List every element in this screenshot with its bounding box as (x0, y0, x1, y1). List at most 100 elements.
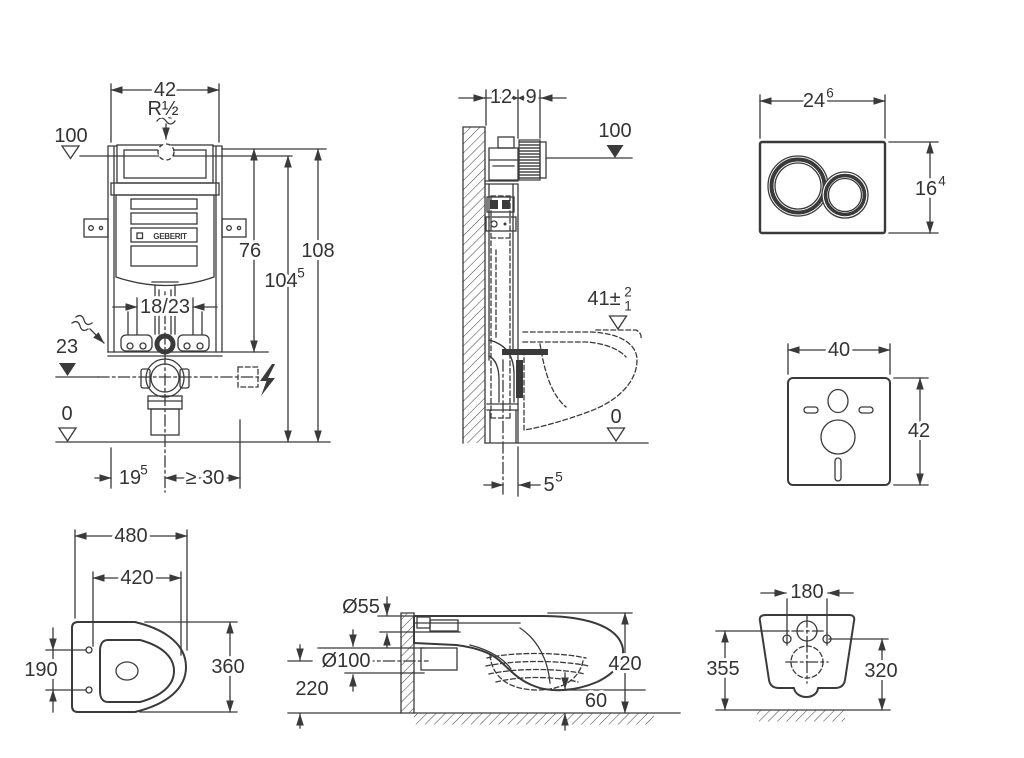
dim-min-clearance: ≥ 30 (186, 467, 225, 489)
drain-elbow (488, 339, 515, 403)
panel-bar (130, 198, 198, 210)
electrical-connection-box (237, 366, 259, 388)
drain-squiggle-icon (71, 314, 105, 344)
dim-height-total: 108 (301, 240, 334, 262)
flush-plate-view: 24 6 16 4 (758, 84, 948, 235)
dim-thread: R½ (147, 98, 178, 120)
dim-height-conn: 104 (264, 270, 297, 292)
cistern-frame-front-view: GEBERIT (51, 76, 338, 493)
big-button-inner (774, 162, 822, 210)
dim-outlet-height: 220 (295, 678, 328, 700)
bolt-head (126, 342, 134, 350)
dim-rim-tol-plus: 2 (624, 285, 632, 300)
hanger-bolt-left (120, 334, 153, 352)
wc-pan-outline (71, 621, 187, 713)
wc-bowl-opening (99, 639, 175, 703)
dim-inlet-height: 355 (706, 658, 739, 680)
wc-bowl-dashed (522, 331, 638, 431)
wc-seat-dashed (522, 341, 627, 358)
dim-width: 360 (211, 656, 244, 678)
inlet-duct (429, 619, 459, 632)
wc-bracket (502, 349, 548, 355)
mat-center-hole (820, 419, 856, 455)
wc-side-view: Ø55 Ø100 220 420 60 (287, 593, 681, 731)
dim-plate-width-sup: 6 (826, 86, 834, 101)
rim-level-dashed (595, 329, 642, 340)
threaded-boss (518, 139, 541, 181)
big-flush-button (767, 155, 829, 217)
dim-hole-spacing: 190 (24, 659, 57, 681)
supply-elbow-top (497, 136, 515, 149)
datum-triangle-open (57, 427, 78, 443)
dim-plate-width: 24 (803, 90, 825, 112)
dim-drain-offset-sup: 5 (140, 463, 148, 478)
frame-side-dimensions: 12 9 100 41± 2 1 0 5 5 (458, 83, 649, 499)
mat-slot-bottom (834, 457, 842, 482)
supply-housing (488, 147, 519, 181)
wc-pan-rear-outline (758, 614, 856, 698)
boss-cap (539, 141, 547, 179)
datum-triangle-open (60, 145, 81, 160)
mat-top-hole (827, 388, 849, 414)
dim-bolt-spacing: 18/23 (140, 296, 190, 318)
dim-length: 480 (114, 525, 147, 547)
frame-rails (107, 145, 223, 353)
dim-floor: 0 (610, 406, 621, 428)
mat-slot-left (803, 406, 819, 414)
wc-rear-dimensions: 180 355 320 (703, 578, 901, 711)
bracket-hole (88, 225, 94, 231)
dim-clearance: 60 (585, 690, 607, 712)
dim-rim-height: 41± (587, 288, 620, 310)
dim-rim-tol-minus: 1 (624, 299, 632, 314)
panel-bar (130, 245, 198, 267)
bracket-hole (226, 225, 232, 231)
joint-flange (179, 368, 190, 389)
bracket-hole (98, 225, 104, 231)
wc-pan-side-outline (413, 615, 625, 692)
outlet-crosshair (785, 640, 829, 684)
dim-supply-height: 100 (54, 125, 87, 147)
frame-profile (484, 180, 519, 444)
datum-triangle-filled (606, 145, 624, 158)
cistern-internals-dashed (490, 195, 511, 419)
chain-dim-diamond (509, 93, 527, 103)
dim-supply-height: 100 (598, 120, 631, 142)
small-button-inner (827, 177, 863, 213)
datum-triangle-open (606, 427, 626, 443)
panel-bar (130, 212, 198, 225)
dim-outlet-dia: Ø100 (322, 650, 371, 672)
floor-hatch (414, 713, 654, 725)
datum-triangle-open (608, 315, 628, 331)
insulation-mat (787, 377, 891, 486)
float-detail (503, 222, 507, 226)
dim-width: 42 (154, 79, 176, 101)
dim-drain-offset: 19 (119, 467, 141, 489)
datum-triangle-filled (59, 363, 76, 376)
wall-lines (462, 126, 486, 444)
bolt-head (183, 342, 191, 350)
wc-side-dimensions: Ø55 Ø100 220 420 60 (287, 593, 646, 731)
water-trap-dashed (485, 652, 590, 691)
flush-inlet-oval (115, 661, 139, 681)
hanger-bolt-right (177, 334, 210, 352)
dim-depth: 12 (490, 86, 512, 108)
outlet-duct (420, 647, 458, 671)
bottom-rail (107, 351, 269, 357)
brand-logo: GEBERIT (153, 232, 187, 241)
dim-mat-width: 40 (828, 339, 850, 361)
dim-hole-height: 320 (864, 660, 897, 682)
sound-insulation-mat-view: 40 42 (787, 336, 933, 486)
fixing-hole (85, 646, 93, 654)
wall-hatch (463, 127, 485, 443)
dim-hole-spacing: 180 (790, 581, 823, 603)
frame-front-dimensions: 42 R½ 100 76 104 5 108 18/23 23 0 1 (51, 76, 337, 492)
dim-height-conn-sup: 5 (297, 266, 305, 281)
valve-box (486, 196, 515, 213)
hanger-bolt-rails (127, 297, 203, 335)
floor-hatch (757, 710, 845, 722)
lightning-bolt-icon (260, 364, 275, 396)
valve-detail (490, 200, 498, 209)
float-detail (490, 220, 498, 228)
dim-length-inner: 420 (120, 567, 153, 589)
